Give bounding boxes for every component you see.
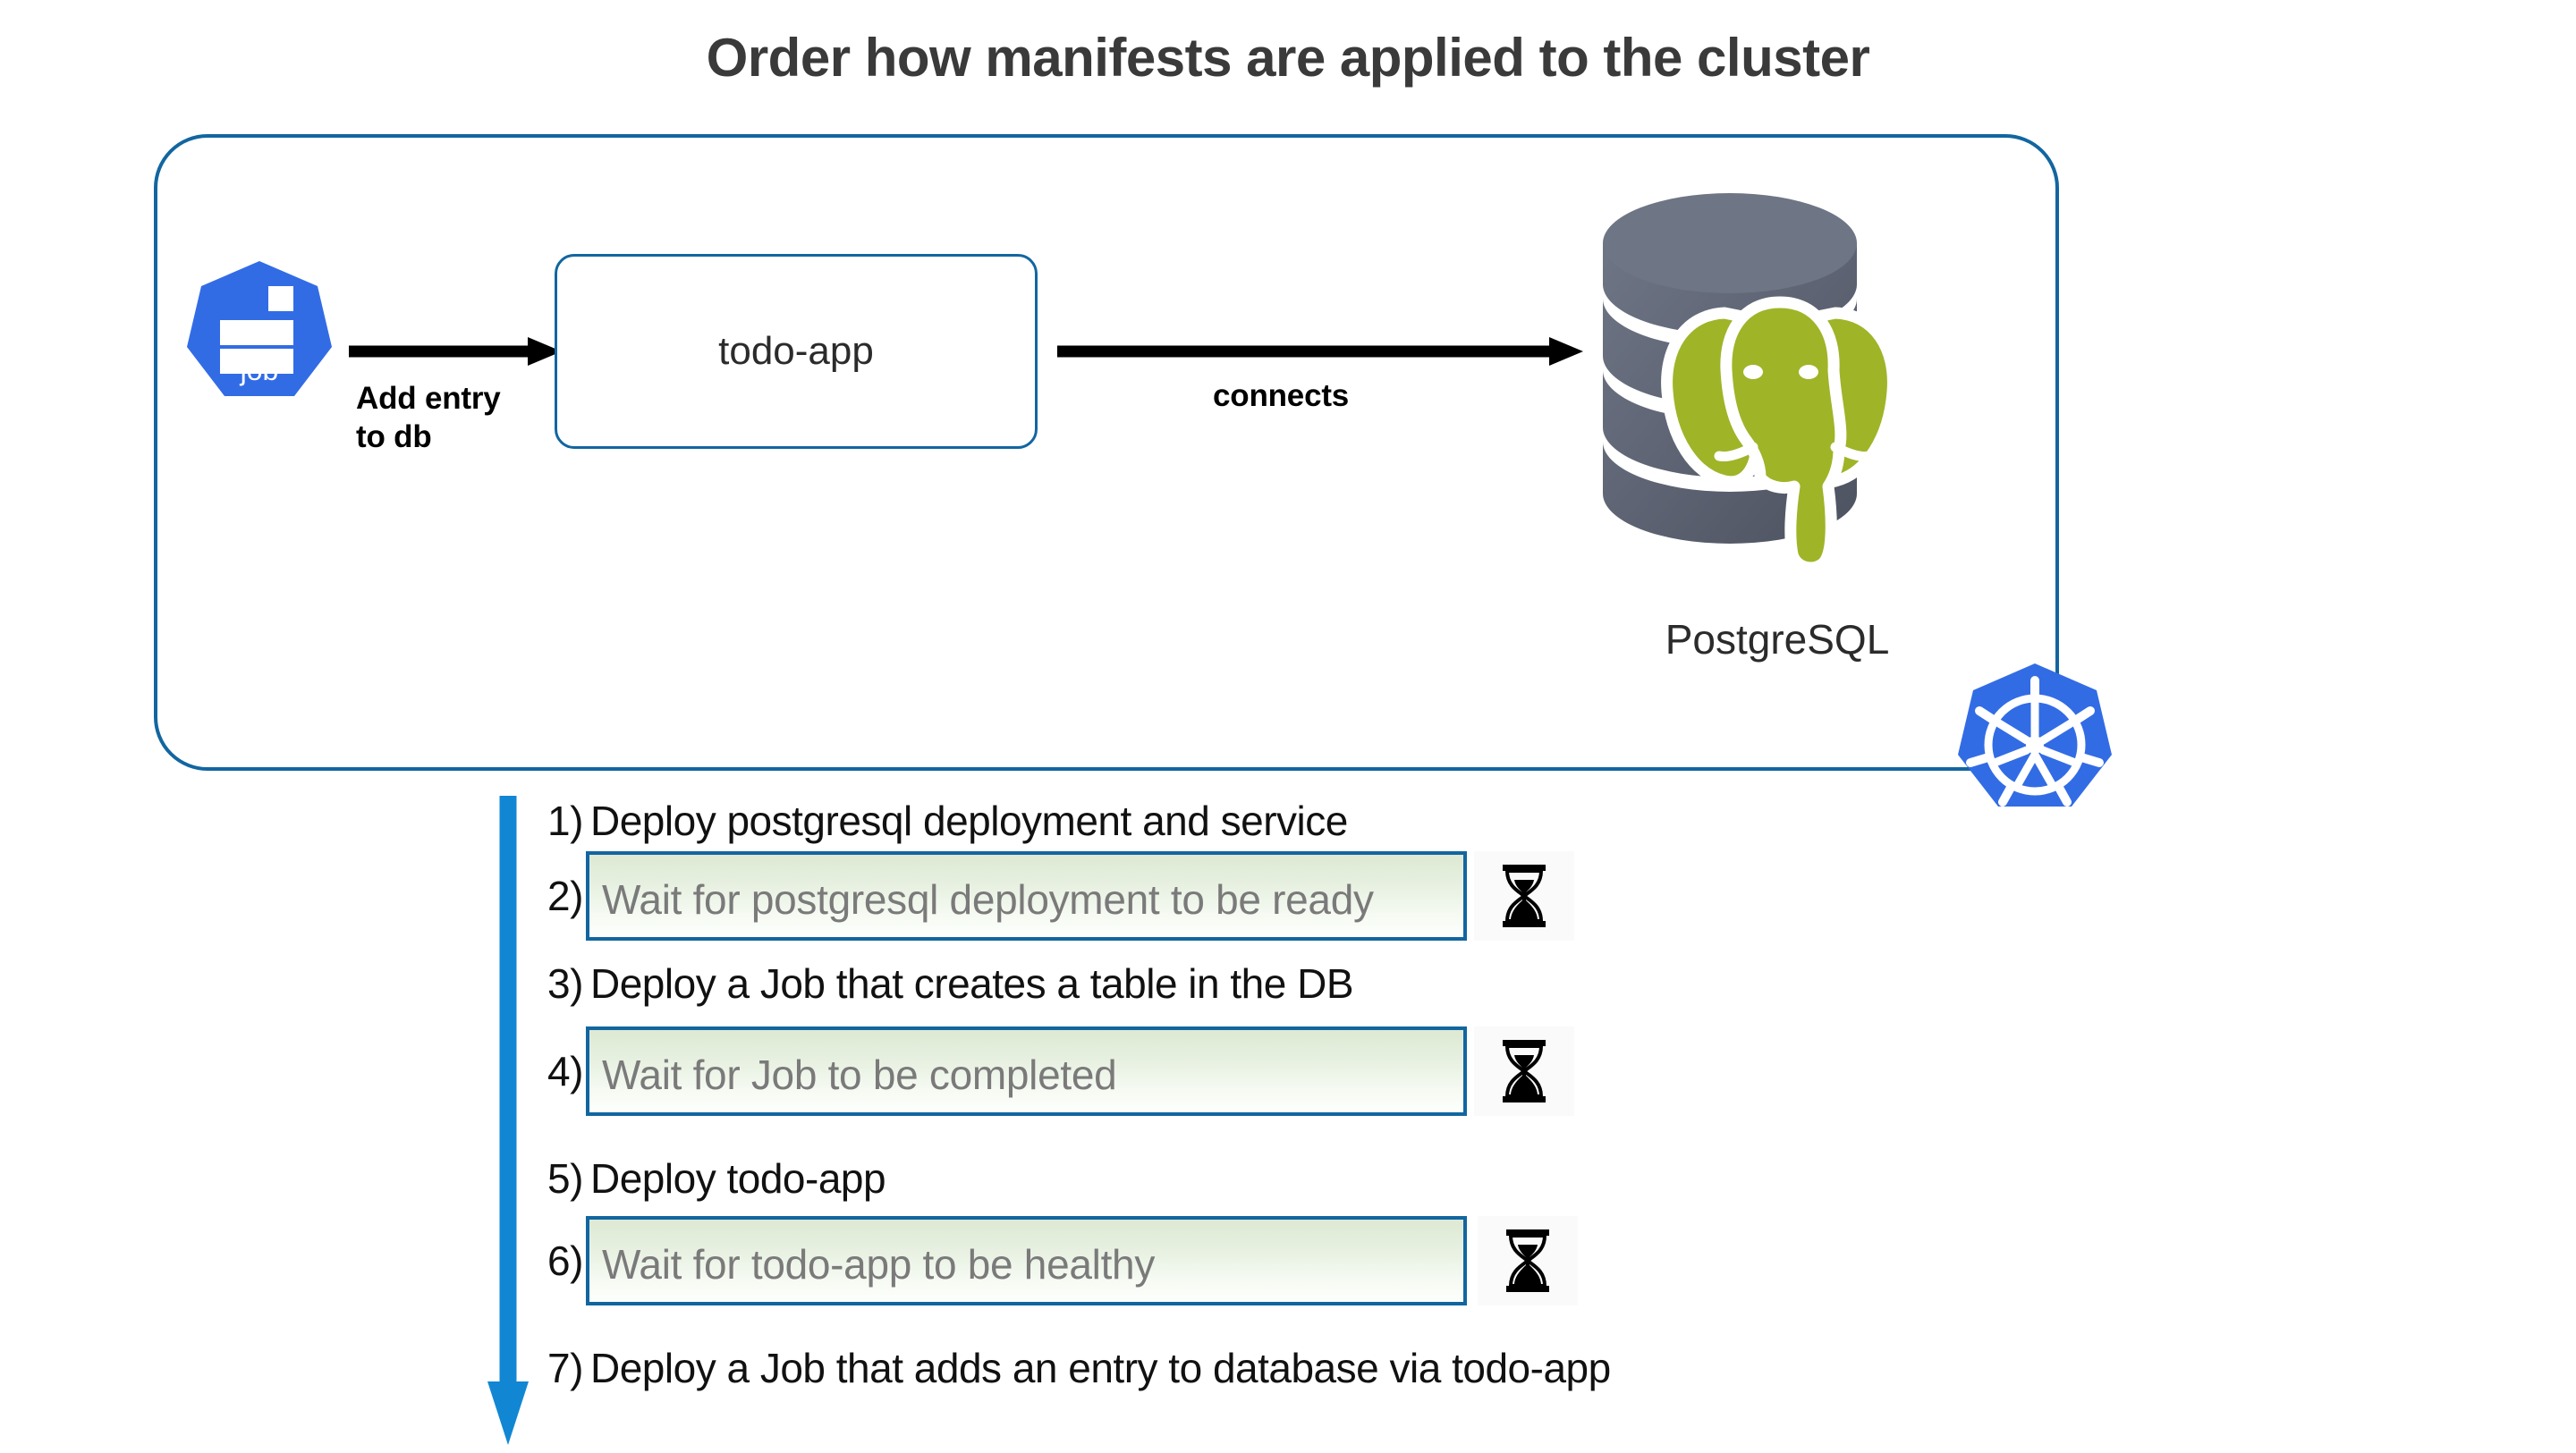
step-number: 1) — [547, 798, 583, 844]
wait-box[interactable]: Wait for postgresql deployment to be rea… — [586, 851, 1467, 941]
steps-list: 1) Deploy postgresql deployment and serv… — [547, 796, 1979, 1422]
step-number: 4) — [547, 1048, 583, 1094]
step-number: 2) — [547, 873, 583, 919]
wait-box-text: Wait for todo-app to be healthy — [602, 1241, 1156, 1288]
right-arrow-icon-add-entry — [349, 335, 564, 367]
step-text: Deploy todo-app — [590, 1155, 886, 1202]
arrow-label-connects: connects — [1213, 378, 1350, 413]
todo-app-box: todo-app — [555, 254, 1038, 449]
wait-box-text: Wait for Job to be completed — [602, 1052, 1117, 1098]
wait-box[interactable]: Wait for Job to be completed — [586, 1026, 1467, 1116]
wait-box-text: Wait for postgresql deployment to be rea… — [602, 876, 1374, 923]
arrow-label-add-entry: Add entry to db — [356, 379, 501, 457]
postgresql-label: PostgreSQL — [1665, 616, 1890, 663]
step-text: Deploy a Job that creates a table in the… — [590, 960, 1354, 1007]
right-arrow-icon-connects — [1057, 335, 1585, 367]
page-title: Order how manifests are applied to the c… — [706, 28, 1870, 88]
kubernetes-job-icon: job — [179, 258, 340, 423]
postgresql-elephant-icon — [1567, 179, 1987, 590]
cluster-boundary — [154, 134, 2059, 771]
step-text: Deploy postgresql deployment and service — [590, 798, 1348, 844]
step-number: 5) — [547, 1155, 583, 1202]
job-icon-label: job — [240, 354, 279, 386]
hourglass-icon — [1474, 1026, 1574, 1116]
step-number: 6) — [547, 1238, 583, 1284]
step-number: 7) — [547, 1345, 583, 1391]
todo-app-label: todo-app — [718, 329, 874, 373]
hourglass-icon — [1478, 1216, 1578, 1305]
kubernetes-helm-wheel-icon — [1950, 660, 2120, 830]
arrow-label-add-entry-line2: to db — [356, 419, 432, 455]
down-arrow-icon — [483, 796, 572, 1449]
arrow-label-add-entry-line1: Add entry — [356, 381, 501, 416]
hourglass-icon — [1474, 851, 1574, 941]
step-text: Deploy a Job that adds an entry to datab… — [590, 1345, 1611, 1391]
wait-box[interactable]: Wait for todo-app to be healthy — [586, 1216, 1467, 1305]
step-number: 3) — [547, 960, 583, 1007]
